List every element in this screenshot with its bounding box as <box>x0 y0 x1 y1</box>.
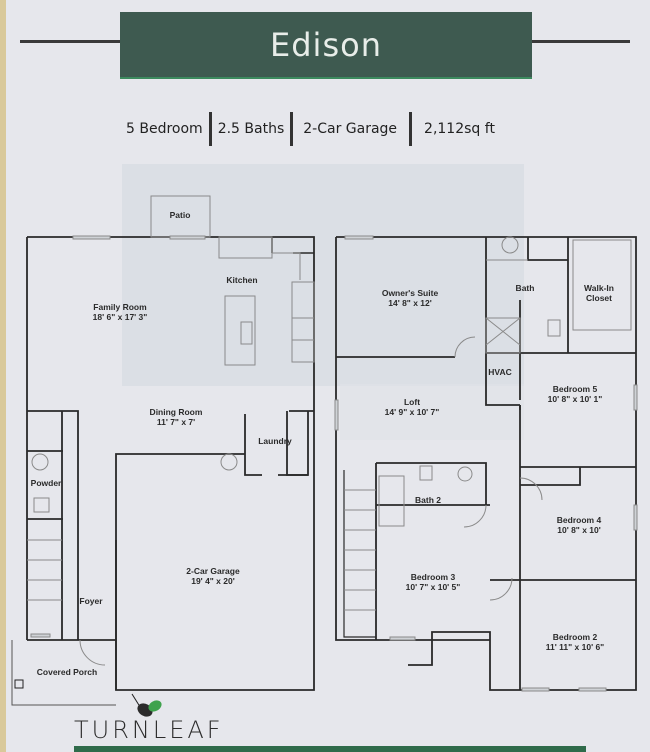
title-rule-right <box>532 40 630 43</box>
spec-row: 5 Bedroom 2.5 Baths 2-Car Garage 2,112sq… <box>120 112 501 146</box>
turnleaf-leaf-icon <box>131 693 162 717</box>
spec-divider <box>208 112 212 146</box>
spec-sqft: 2,112sq ft <box>424 121 495 137</box>
paper-edge <box>0 0 6 752</box>
room-bath-2: Bath 2 <box>415 495 441 505</box>
room-laundry: Laundry <box>258 436 292 446</box>
room-powder: Powder <box>30 478 62 488</box>
room-hvac: HVAC <box>488 367 512 377</box>
spec-bedrooms: 5 Bedroom <box>126 121 203 137</box>
spec-divider <box>290 112 294 146</box>
room-patio: Patio <box>169 210 191 220</box>
spec-divider <box>409 112 413 146</box>
room-covered-porch: Covered Porch <box>36 667 98 677</box>
room-owners-bath: Bath <box>515 283 535 293</box>
title-rule-left <box>20 40 120 43</box>
title-banner: Edison <box>120 12 532 79</box>
plan-title: Edison <box>270 25 382 64</box>
spec-baths: 2.5 Baths <box>217 121 285 137</box>
room-kitchen: Kitchen <box>226 275 258 285</box>
spec-garage: 2-Car Garage <box>303 121 398 137</box>
image-shade <box>340 384 524 440</box>
footer-accent-bar <box>74 746 586 752</box>
room-foyer: Foyer <box>79 596 103 606</box>
brand-logo-text: TURNLEAF <box>74 716 224 744</box>
